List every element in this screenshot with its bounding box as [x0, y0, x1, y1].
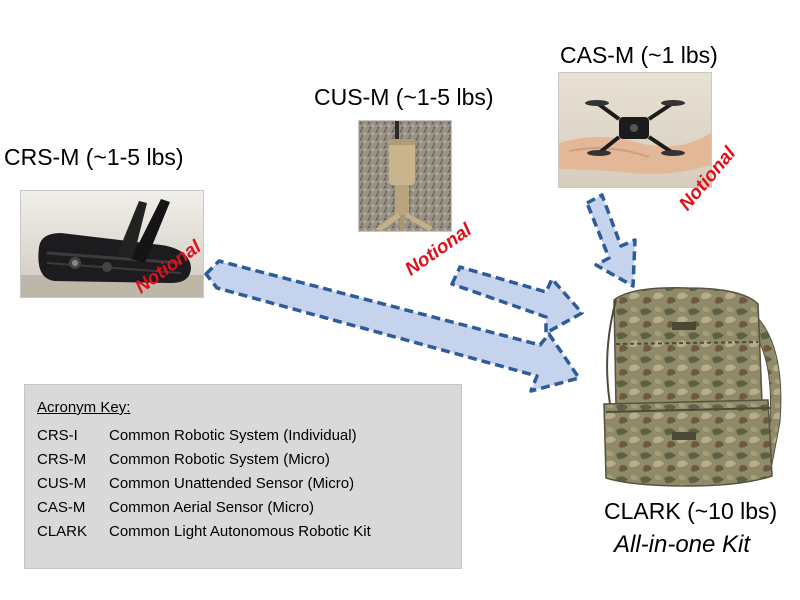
acronym-meaning: Common Aerial Sensor (Micro) [109, 499, 315, 516]
cus-m-label: CUS-M (~1-5 lbs) [314, 84, 494, 110]
clark-backpack-image [592, 282, 788, 488]
acronym-abbr: CRS-M [37, 451, 87, 468]
crs-m-robot-image [20, 190, 204, 298]
acronym-abbr: CUS-M [37, 475, 87, 492]
acronym-abbr: CAS-M [37, 499, 86, 516]
acronym-abbr: CLARK [37, 523, 88, 540]
crs-m-label: CRS-M (~1-5 lbs) [4, 144, 184, 170]
clark-subtitle: All-in-one Kit [614, 531, 751, 558]
cus-m-to-clark-arrow [450, 265, 584, 335]
acronym-row: CLARK Common Light Autonomous Robotic Kit [37, 523, 371, 540]
acronym-key-box: Acronym Key: CRS-I Common Robotic System … [24, 384, 462, 569]
acronym-row: CRS-I Common Robotic System (Individual) [37, 427, 357, 444]
cas-m-drone-image [558, 72, 712, 188]
acronym-meaning: Common Robotic System (Individual) [109, 427, 357, 444]
acronym-row: CRS-M Common Robotic System (Micro) [37, 451, 330, 468]
acronym-meaning: Common Unattended Sensor (Micro) [109, 475, 355, 492]
acronym-meaning: Common Robotic System (Micro) [109, 451, 330, 468]
acronym-abbr: CRS-I [37, 427, 78, 444]
acronym-row: CUS-M Common Unattended Sensor (Micro) [37, 475, 354, 492]
cus-m-sensor-image [358, 120, 452, 232]
acronym-meaning: Common Light Autonomous Robotic Kit [109, 523, 371, 540]
acronym-row: CAS-M Common Aerial Sensor (Micro) [37, 499, 314, 516]
acronym-key-title: Acronym Key: [37, 399, 131, 416]
cas-m-to-clark-arrow [585, 193, 637, 288]
cas-m-label: CAS-M (~1 lbs) [560, 42, 718, 68]
crs-m-to-clark-arrow [204, 259, 581, 393]
clark-label: CLARK (~10 lbs) [604, 498, 778, 524]
